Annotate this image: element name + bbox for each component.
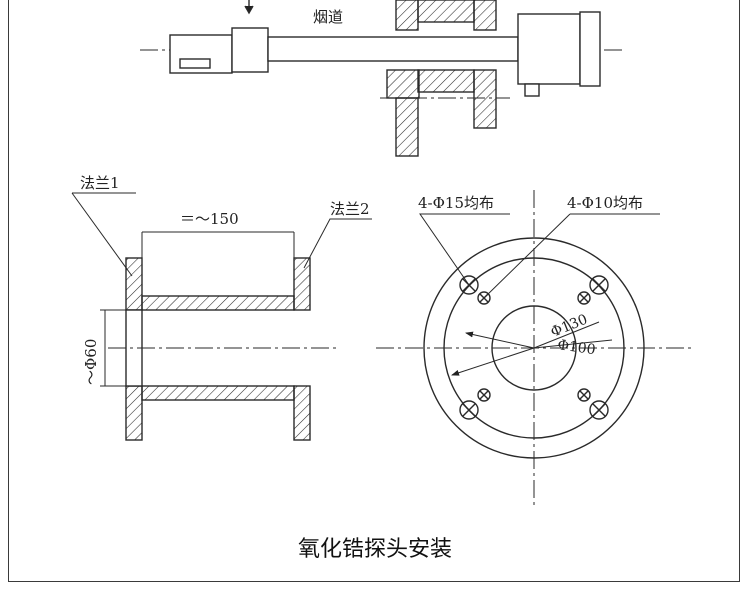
inner-diameter-label: Φ100 [556,337,596,358]
flange1-label: 法兰1 [80,174,120,192]
flue-label: 烟道 [313,8,343,26]
outer-diameter-label: Φ130 [549,312,590,341]
tube-wall-upper [141,295,295,311]
flow-arrow-head [244,5,254,15]
flange2-lower [293,385,311,441]
small-holes [477,291,591,402]
diameter-dimension: ～Φ60 [82,339,100,385]
flange-lower-left [386,69,420,99]
drawing-frame [8,0,740,582]
drawing-caption: 氧化锆探头安装 [297,537,452,562]
small-holes-label: 4-Φ10均布 [567,194,643,212]
bolt-circle [443,257,625,439]
flange-face-view [376,190,692,505]
flange2-upper [293,257,311,311]
cable-gland [524,83,540,97]
probe-tip-window [179,58,211,69]
length-dimension: ＝～150 [180,210,239,228]
tube-wall-lower [141,385,295,401]
flange-outer-circle [423,237,645,459]
flue-wall-lower [395,97,419,157]
probe-sleeve [231,27,269,73]
flange1-lower [125,385,143,441]
junction-box-cover [579,11,601,87]
large-holes-label: 4-Φ15均布 [418,194,494,212]
bore-circle [491,305,577,391]
flange1-upper [125,257,143,311]
probe-shaft [267,36,519,62]
junction-box [517,13,581,85]
flange-section-view [71,192,372,441]
flange-lower-right [473,69,497,129]
flue-wall-upper [395,0,419,31]
flange2-label: 法兰2 [330,200,370,218]
probe-assembly [140,0,625,157]
